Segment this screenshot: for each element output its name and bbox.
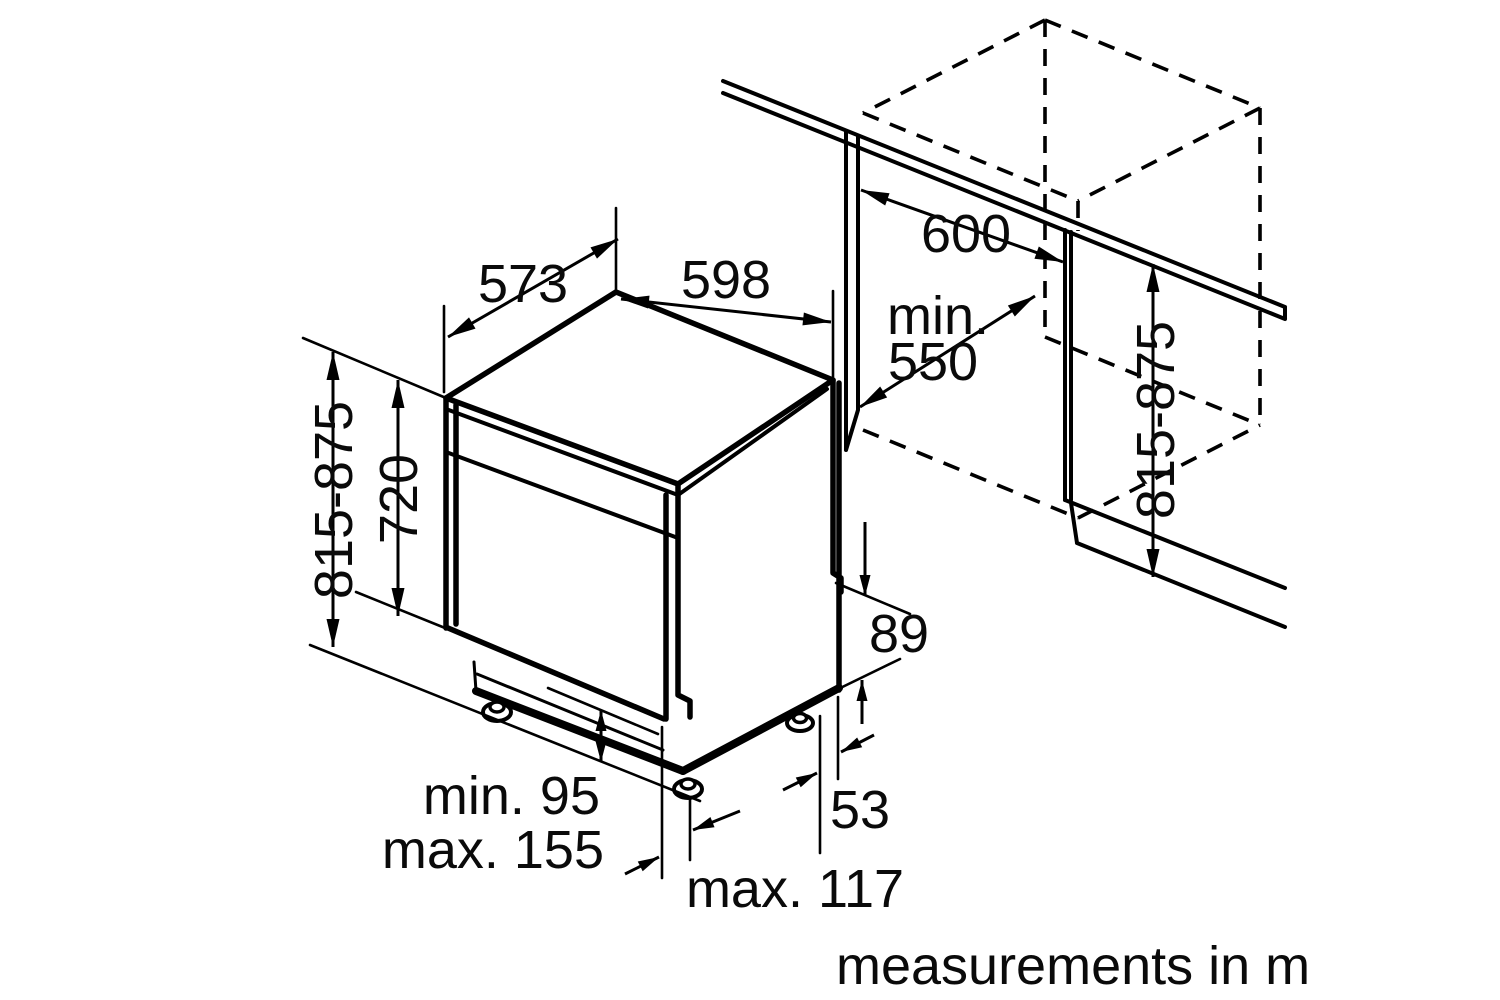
label-plinth-max: max. 155 (382, 820, 604, 880)
base-side-edge (679, 684, 843, 775)
cabinet-plinth (1063, 498, 1287, 629)
niche-dashed-outline (862, 18, 1262, 520)
front-left-edge (443, 395, 459, 631)
label-niche-width: 600 (921, 204, 1011, 264)
dimension-lines (326, 188, 1160, 876)
dim-line-width-598 (620, 295, 832, 326)
label-niche-height: 815-875 (1126, 321, 1186, 519)
adjustable-foot-rear (785, 711, 815, 733)
worktop-edge-lines (721, 79, 1287, 321)
niche-side-panel (844, 129, 860, 452)
label-body-height: 720 (369, 454, 429, 544)
door-bottom-edge (445, 625, 667, 722)
dishwasher-body (443, 289, 844, 775)
dim-line-depth-573 (447, 237, 619, 339)
niche-top-face (862, 18, 1261, 203)
label-appliance-depth: 573 (478, 254, 568, 314)
front-right-edge (663, 481, 693, 722)
side-panel-edges (844, 129, 860, 452)
label-overall-height: 815-875 (304, 401, 364, 599)
floor-reference-line (308, 643, 702, 803)
top-face (443, 289, 836, 487)
niche-vertical-edges (1043, 20, 1262, 425)
label-niche-depth-550: 550 (888, 332, 978, 392)
dim-arrow-rear-foot-lower (782, 771, 818, 792)
cabinet-front-edge (1063, 228, 1073, 502)
label-rear-panel-step: 89 (869, 604, 929, 664)
dim-arrow-door-clearance-left (624, 855, 660, 876)
door-clearance-extensions (660, 725, 692, 880)
adjustable-foot-front-left (481, 700, 513, 723)
footer-measurements-note: measurements in m (836, 936, 1310, 996)
label-rear-foot-offset: 53 (830, 780, 890, 840)
worktop (721, 79, 1287, 321)
base-front-edge (472, 687, 687, 775)
label-niche-depth-min: min. (887, 286, 989, 346)
control-panel-bottom (444, 450, 680, 540)
label-appliance-width: 598 (681, 250, 771, 310)
dim-arrow-door-clearance-right (692, 809, 741, 832)
label-door-clearance: max. 117 (686, 859, 904, 919)
dim-line-niche-depth-550 (859, 294, 1036, 409)
rear-right-edge (830, 377, 844, 693)
worktop-lip-front (444, 407, 680, 497)
dim-arrow-rear-foot-upper (840, 733, 875, 754)
dimension-labels: 573 598 600 min. 550 815-875 720 815-875… (304, 204, 1186, 919)
label-plinth-min: min. 95 (423, 766, 600, 826)
adjacent-cabinet (1063, 228, 1287, 629)
rear-step-extensions (826, 581, 912, 696)
plinth-step (472, 660, 665, 752)
rear-foot-extensions (818, 695, 840, 855)
dim-line-niche-width-600 (860, 188, 1064, 264)
worktop-lip-side (676, 387, 829, 497)
